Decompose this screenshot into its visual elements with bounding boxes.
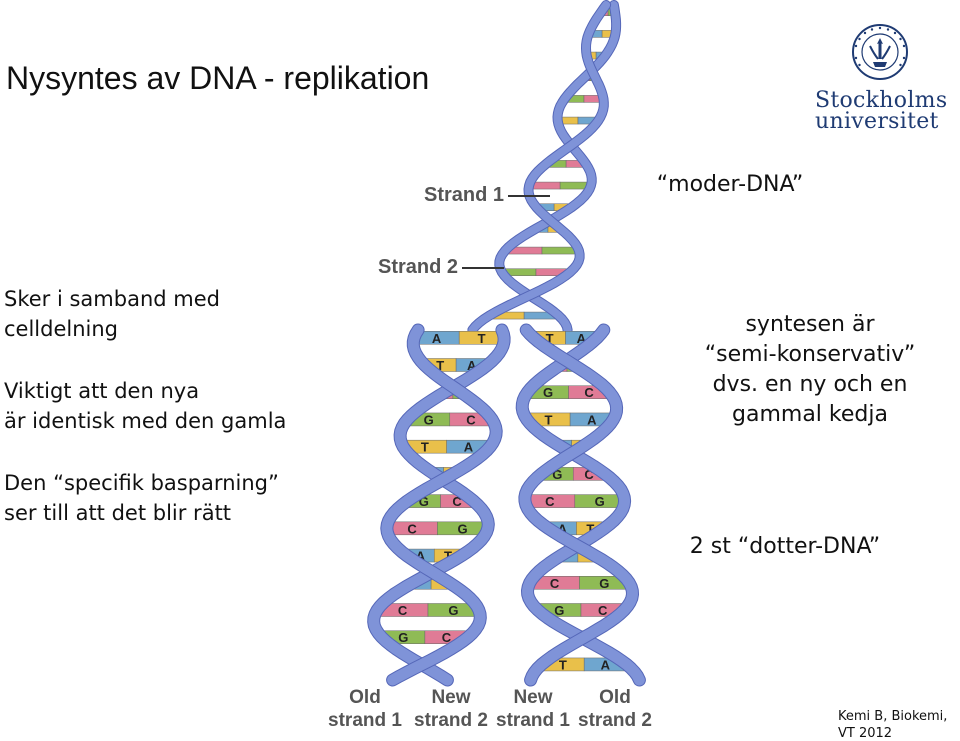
base-letter: T — [444, 549, 452, 564]
base-letter: G — [543, 385, 553, 400]
label-line: strand 1 — [328, 710, 402, 731]
base-letter: C — [584, 467, 594, 482]
backbone-strand-b — [381, 324, 502, 686]
base-letter: A — [601, 657, 611, 672]
label-line: New — [431, 687, 471, 708]
backbone-strand-b — [519, 324, 638, 686]
base-letter: C — [545, 494, 555, 509]
credit-line: Kemi B, Biokemi, — [838, 709, 948, 724]
slide-title: Nysyntes av DNA - replikation — [6, 60, 430, 96]
strand-2-label: Strand 2 — [378, 256, 459, 278]
base-letter: A — [416, 549, 426, 564]
base-letter: G — [398, 630, 408, 645]
base-letter: G — [458, 521, 468, 536]
base-letter: A — [577, 331, 587, 346]
old-strand-2-label: Old strand 2 — [575, 686, 655, 732]
backbone-strand-a — [495, 1, 621, 334]
new-strand-2-label: New strand 2 — [410, 686, 492, 732]
logo-line: universitet — [815, 109, 939, 134]
base-letter: C — [550, 576, 560, 591]
base-letter: C — [407, 521, 417, 536]
base-letter: T — [436, 358, 444, 373]
note-line: “semi-konservativ” — [704, 342, 916, 367]
base-letter: T — [421, 440, 429, 455]
base-letter: C — [598, 603, 608, 618]
credit-line: VT 2012 — [838, 726, 893, 741]
base-letter: T — [478, 331, 486, 346]
course-credit: Kemi B, Biokemi, VT 2012 — [838, 708, 947, 741]
note-line: gammal kedja — [732, 402, 888, 427]
base-letter: A — [467, 358, 477, 373]
strand-1-leader-line — [508, 195, 550, 197]
logo-line: Stockholms — [815, 88, 948, 113]
base-letter: A — [464, 440, 474, 455]
seal-icon — [852, 24, 908, 80]
base-letter: T — [546, 331, 554, 346]
base-letter: G — [554, 603, 564, 618]
base-letter: C — [442, 630, 452, 645]
paragraph-line: Viktigt att den nya — [4, 379, 200, 403]
paragraph-line: Den “specifik basparning” — [4, 471, 279, 495]
base-letter: T — [544, 412, 552, 427]
label-line: strand 1 — [496, 710, 570, 731]
base-letter: C — [466, 412, 476, 427]
paragraph-line: Sker i samband med — [4, 287, 220, 311]
logo-wordmark: Stockholms universitet — [815, 88, 948, 134]
paragraph-line: är identisk med den gamla — [4, 409, 287, 433]
backbone-strand-a — [516, 324, 645, 686]
base-letter: A — [432, 331, 442, 346]
base-letter: T — [586, 521, 594, 536]
label-line: strand 2 — [414, 710, 488, 731]
new-strand-1-label: New strand 1 — [492, 686, 574, 732]
parent-dna-helix — [467, 0, 622, 335]
base-letter: G — [424, 412, 434, 427]
daughter-dna-label: 2 st “dotter-DNA” — [689, 534, 881, 559]
label-line: Old — [599, 687, 631, 708]
label-line: Old — [349, 687, 381, 708]
backbone-strand-b — [468, 1, 611, 334]
note-line: dvs. en ny och en — [712, 372, 908, 397]
bullet-paragraph-3: Den “specifik basparning” ser till att d… — [4, 468, 279, 528]
base-letter: C — [398, 603, 408, 618]
semi-conservative-note: syntesen är “semi-konservativ” dvs. en n… — [660, 310, 960, 430]
bullet-paragraph-2: Viktigt att den nya är identisk med den … — [4, 376, 286, 436]
label-line: New — [513, 687, 553, 708]
bullet-paragraph-1: Sker i samband med celldelning — [4, 284, 220, 344]
base-letter: T — [559, 657, 567, 672]
label-line: strand 2 — [578, 710, 652, 731]
base-letter: C — [452, 494, 462, 509]
old-strand-1-label: Old strand 1 — [325, 686, 405, 732]
base-letter: C — [584, 385, 594, 400]
strand-1-label: Strand 1 — [424, 184, 505, 206]
strand-2-leader-line — [462, 267, 504, 269]
base-letter: G — [595, 494, 605, 509]
moder-dna-label: “moder-DNA” — [656, 172, 804, 197]
paragraph-line: celldelning — [4, 317, 119, 341]
base-letter: G — [419, 494, 429, 509]
base-letter: A — [558, 521, 568, 536]
note-line: syntesen är — [745, 312, 875, 337]
base-letter: G — [599, 576, 609, 591]
base-letter: A — [587, 412, 597, 427]
paragraph-line: ser till att det blir rätt — [4, 501, 232, 525]
university-logo — [852, 24, 908, 80]
base-letter: G — [448, 603, 458, 618]
base-letter: G — [552, 467, 562, 482]
